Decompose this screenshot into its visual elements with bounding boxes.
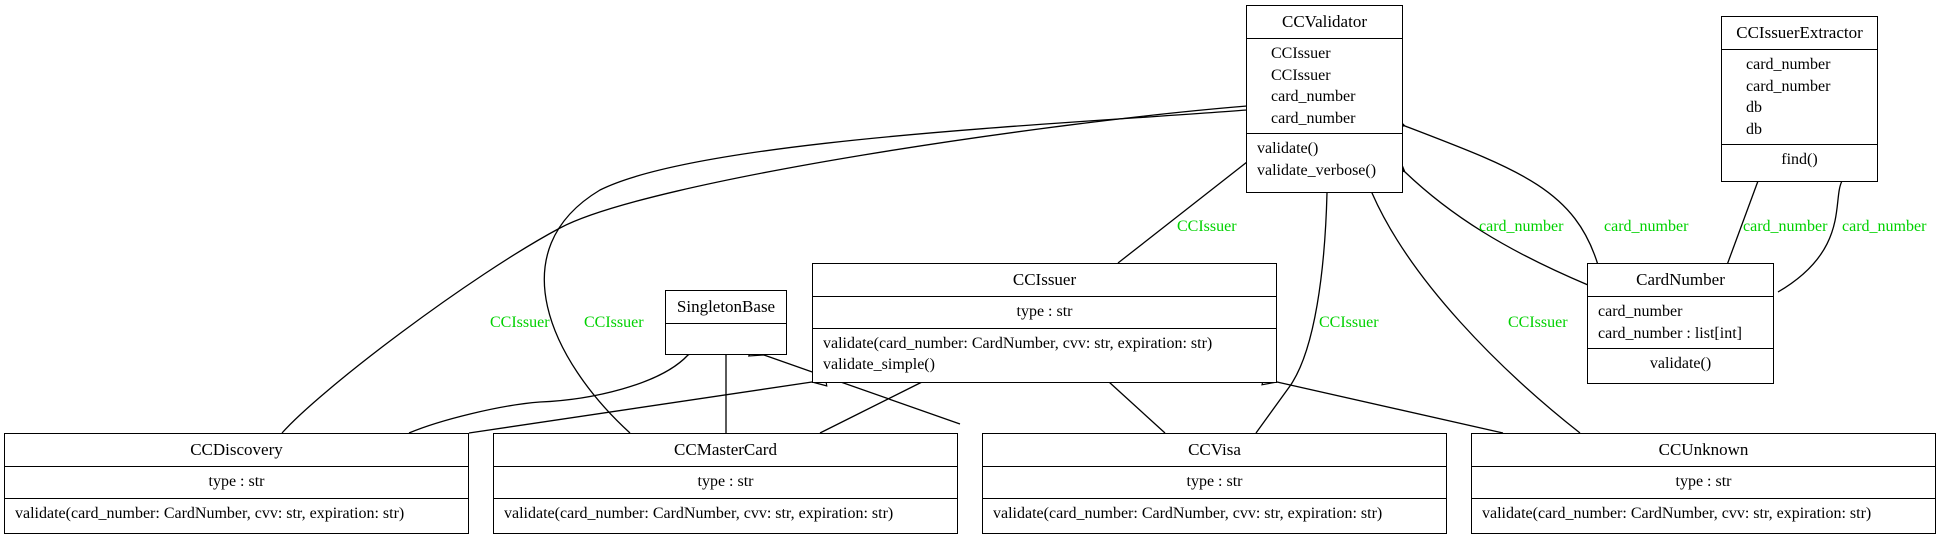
edge-label-cardnumber-validator-2: card_number [1604, 218, 1689, 235]
attribute: type : str [1186, 473, 1243, 490]
attributes-section: card_number card_number db db [1722, 49, 1877, 144]
edge-label-discovery-issuer: CCIssuer [490, 314, 550, 331]
class-ccmastercard[interactable]: CCMasterCard type : str validate(card_nu… [493, 433, 958, 534]
edge-visa-ccissuer [1109, 382, 1166, 434]
method: validate_simple() [823, 356, 935, 373]
method: find() [1781, 151, 1818, 168]
class-ccissuerextractor[interactable]: CCIssuerExtractor card_number card_numbe… [1721, 16, 1878, 182]
edge-visa-validator [1255, 193, 1327, 434]
method: validate() [1649, 355, 1712, 372]
method: validate_verbose() [1257, 161, 1377, 179]
attributes-section [666, 323, 786, 354]
attribute: card_number [1271, 109, 1356, 127]
class-ccvisa[interactable]: CCVisa type : str validate(card_number: … [982, 433, 1447, 534]
methods-section: validate(card_number: CardNumber, cvv: s… [1472, 497, 1935, 529]
attribute: card_number [1598, 303, 1683, 320]
class-name: CCUnknown [1658, 440, 1749, 459]
methods-section: validate(card_number: CardNumber, cvv: s… [813, 327, 1276, 380]
class-name: CCValidator [1282, 12, 1367, 31]
edge-discovery-validator [281, 106, 1247, 434]
attributes-section: CCIssuer CCIssuer card_number card_numbe… [1247, 38, 1402, 133]
class-name: CardNumber [1636, 270, 1725, 289]
attribute: type : str [697, 473, 754, 490]
edge-cardnumber-validator-1 [1405, 126, 1599, 266]
edge-cardnumber-validator-2 [1405, 172, 1589, 286]
edge-mastercard-validator [543, 110, 1247, 434]
class-name: SingletonBase [676, 297, 776, 316]
attributes-section: type : str [813, 296, 1276, 328]
edge-label-visa-issuer: CCIssuer [1319, 314, 1379, 331]
class-name: CCIssuerExtractor [1736, 23, 1863, 42]
attributes-section: type : str [494, 466, 957, 498]
class-ccissuer[interactable]: CCIssuer type : str validate(card_number… [812, 263, 1277, 383]
attribute: type : str [1675, 473, 1732, 490]
edge-cardnumber-extractor-1 [1726, 181, 1758, 266]
edge-discovery-ccissuer [468, 382, 812, 434]
method: validate(card_number: CardNumber, cvv: s… [504, 504, 894, 522]
edge-unknown-validator [1372, 193, 1581, 434]
edge-ccissuer-validator [1117, 162, 1247, 264]
class-name: CCIssuer [1012, 270, 1077, 289]
methods-section: validate() validate_verbose() [1247, 133, 1402, 185]
edge-mastercard-ccissuer [819, 382, 922, 434]
edge-label-cardnumber-validator-1: card_number [1479, 218, 1564, 235]
class-ccunknown[interactable]: CCUnknown type : str validate(card_numbe… [1471, 433, 1936, 534]
edge-visa-singleton [764, 355, 961, 425]
attribute: card_number [1271, 88, 1356, 105]
attribute: CCIssuer [1271, 45, 1331, 62]
class-singletonbase[interactable]: SingletonBase [665, 290, 787, 355]
class-cardnumber[interactable]: CardNumber card_number card_number : lis… [1587, 263, 1774, 384]
attributes-section: type : str [5, 466, 468, 498]
attribute: type : str [208, 473, 265, 490]
attribute: CCIssuer [1271, 66, 1331, 84]
methods-section: validate(card_number: CardNumber, cvv: s… [983, 497, 1446, 529]
attribute: type : str [1016, 303, 1073, 320]
attributes-section: type : str [983, 466, 1446, 498]
method: validate(card_number: CardNumber, cvv: s… [993, 504, 1383, 522]
class-name: CCVisa [1188, 440, 1241, 459]
attribute: card_number [1746, 77, 1831, 95]
edge-label-cardnumber-extractor-1: card_number [1743, 218, 1828, 235]
method: validate(card_number: CardNumber, cvv: s… [1482, 504, 1872, 522]
method: validate(card_number: CardNumber, cvv: s… [823, 334, 1213, 352]
attribute: card_number [1746, 56, 1831, 73]
class-name: CCMasterCard [674, 440, 777, 459]
class-ccdiscovery[interactable]: CCDiscovery type : str validate(card_num… [4, 433, 469, 534]
methods-section: find() [1722, 144, 1877, 176]
class-ccvalidator[interactable]: CCValidator CCIssuer CCIssuer card_numbe… [1246, 5, 1403, 193]
attribute: db [1746, 99, 1762, 116]
edge-label-ccissuer-issuer: CCIssuer [1177, 218, 1237, 235]
edge-label-unknown-issuer: CCIssuer [1508, 314, 1568, 331]
methods-section: validate(card_number: CardNumber, cvv: s… [494, 497, 957, 529]
class-name: CCDiscovery [190, 440, 283, 459]
edge-label-mastercard-issuer: CCIssuer [584, 314, 644, 331]
methods-section: validate() [1588, 348, 1773, 380]
edge-cardnumber-extractor-2 [1777, 181, 1842, 293]
edge-discovery-singleton [408, 355, 688, 434]
method: validate(card_number: CardNumber, cvv: s… [15, 504, 405, 522]
edge-label-cardnumber-extractor-2: card_number [1842, 218, 1927, 235]
attribute: db [1746, 120, 1762, 138]
attributes-section: type : str [1472, 466, 1935, 498]
edge-unknown-ccissuer [1277, 382, 1504, 434]
attributes-section: card_number card_number : list[int] [1588, 296, 1773, 348]
attribute: card_number : list[int] [1598, 324, 1742, 342]
method: validate() [1257, 140, 1319, 157]
methods-section: validate(card_number: CardNumber, cvv: s… [5, 497, 468, 529]
